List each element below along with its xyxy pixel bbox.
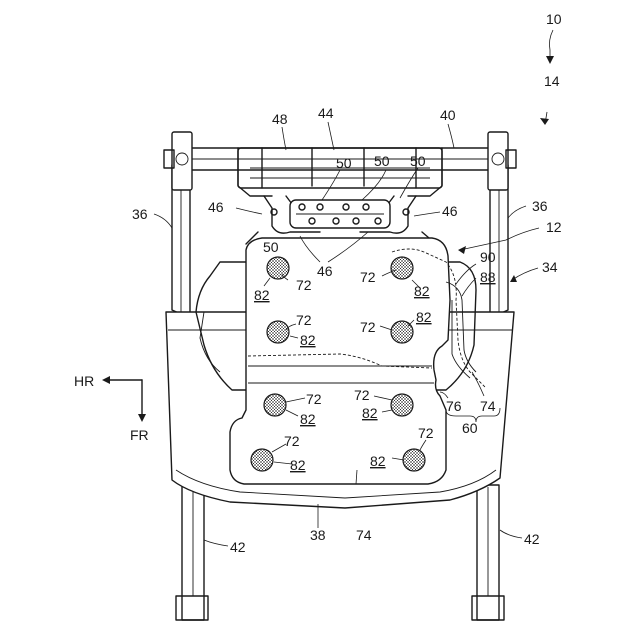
label-36-right: 36: [532, 198, 548, 214]
label-48: 48: [272, 111, 288, 127]
label-74-bottom: 74: [356, 527, 372, 543]
label-82-e: 82: [300, 411, 316, 427]
label-72-d: 72: [360, 319, 376, 335]
label-72-g: 72: [284, 433, 300, 449]
label-46-center: 46: [317, 263, 333, 279]
pad-3: [267, 321, 289, 343]
label-72-e: 72: [306, 391, 322, 407]
label-90: 90: [480, 249, 496, 265]
label-fr: FR: [130, 427, 149, 443]
arrow-12: [458, 246, 466, 254]
label-88: 88: [480, 269, 496, 285]
arrow-14: [540, 118, 549, 125]
label-82-a: 82: [254, 287, 270, 303]
label-74-right: 74: [480, 398, 496, 414]
pad-5: [264, 394, 286, 416]
pad-6: [391, 394, 413, 416]
label-40: 40: [440, 107, 456, 123]
label-82-b: 82: [414, 283, 430, 299]
seat-leg-left: [176, 485, 208, 620]
pad-1: [267, 257, 289, 279]
seat-leg-right: [472, 485, 504, 620]
label-42-right: 42: [524, 531, 540, 547]
seat-mat-12: [230, 238, 450, 484]
label-72-c: 72: [296, 312, 312, 328]
label-44: 44: [318, 105, 334, 121]
label-76: 76: [446, 398, 462, 414]
label-14: 14: [544, 73, 560, 89]
label-hr: HR: [74, 373, 94, 389]
label-72-a: 72: [296, 277, 312, 293]
pad-2: [391, 257, 413, 279]
label-50c: 50: [410, 153, 426, 169]
label-50a: 50: [336, 155, 352, 171]
label-82-f: 82: [362, 405, 378, 421]
label-82-h: 82: [370, 453, 386, 469]
label-50b: 50: [374, 153, 390, 169]
direction-indicator: [102, 376, 146, 422]
label-10: 10: [546, 11, 562, 27]
arrow-34: [510, 275, 517, 282]
label-42-left: 42: [230, 539, 246, 555]
label-36-left: 36: [132, 206, 148, 222]
pad-8: [403, 449, 425, 471]
label-82-g: 82: [290, 457, 306, 473]
label-72-f: 72: [354, 387, 370, 403]
label-72-b: 72: [360, 269, 376, 285]
label-82-d: 82: [416, 309, 432, 325]
label-50d: 50: [263, 239, 279, 255]
suspension-links: [246, 196, 436, 244]
label-82-c: 82: [300, 332, 316, 348]
pad-7: [251, 449, 273, 471]
label-60: 60: [462, 420, 478, 436]
label-34: 34: [542, 259, 558, 275]
label-46-left: 46: [208, 199, 224, 215]
label-12: 12: [546, 219, 562, 235]
label-72-h: 72: [418, 425, 434, 441]
label-38: 38: [310, 527, 326, 543]
label-46-right: 46: [442, 203, 458, 219]
arrow-10: [546, 56, 554, 64]
